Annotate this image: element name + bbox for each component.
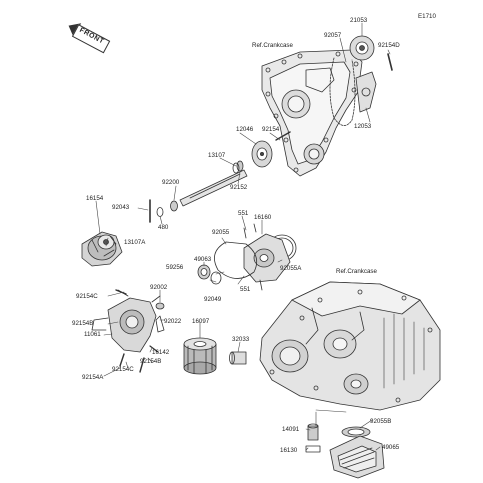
part-label: 92154B	[72, 320, 94, 327]
part-label: 92055A	[280, 265, 302, 272]
part-label: 92049	[204, 296, 222, 303]
reference-label: Ref.Crankcase	[252, 42, 293, 49]
part-label: 12046	[236, 126, 254, 133]
part-label: 11061	[84, 331, 101, 338]
part-label: 92055B	[370, 418, 392, 425]
part-label: 14091	[282, 426, 300, 433]
part-label: 92154D	[378, 42, 400, 49]
part-label: 16130	[280, 447, 298, 454]
part-label: 16160	[254, 214, 272, 221]
part-label: 551	[238, 210, 249, 217]
part-label: 59256	[166, 264, 184, 271]
oil-filter	[183, 337, 247, 375]
part-label: 92154C	[112, 366, 134, 373]
part-label: 49065	[382, 444, 400, 451]
part-label: 551	[240, 286, 251, 293]
part-label: 92152	[230, 184, 248, 191]
drive-chain	[329, 35, 393, 126]
crankcase	[259, 281, 441, 411]
part-label: 92002	[150, 284, 168, 291]
part-label: 16097	[192, 318, 210, 325]
leader-lines	[95, 22, 391, 451]
part-label: 92154A	[82, 374, 104, 381]
part-label: 32033	[232, 336, 250, 343]
oil-strainer	[305, 423, 385, 479]
part-label: 16154	[86, 195, 104, 202]
part-label: 92200	[162, 179, 180, 186]
timing-cover	[261, 49, 363, 177]
part-label: 92022	[164, 318, 182, 325]
pump-body	[197, 223, 297, 291]
pump-sprocket	[232, 131, 291, 174]
reference-label: Ref.Crankcase	[336, 268, 377, 275]
impeller	[81, 231, 123, 267]
part-label: 49063	[194, 256, 212, 263]
pump-housing	[91, 289, 165, 373]
part-label: 92154	[262, 126, 280, 133]
part-label: 16142	[152, 349, 170, 356]
part-label: 480	[158, 224, 169, 231]
part-label: 13107A	[124, 239, 146, 246]
part-label: 92057	[324, 32, 342, 39]
part-label: 21053	[350, 17, 368, 24]
part-label: 92043	[112, 204, 130, 211]
part-label: 92154B	[140, 358, 162, 365]
diagram-code: E1710	[418, 13, 436, 20]
pump-shaft	[149, 169, 248, 223]
part-label: 13107	[208, 152, 226, 159]
part-label: 12053	[354, 123, 372, 130]
part-label: 92154C	[76, 293, 98, 300]
part-label: 92055	[212, 229, 230, 236]
